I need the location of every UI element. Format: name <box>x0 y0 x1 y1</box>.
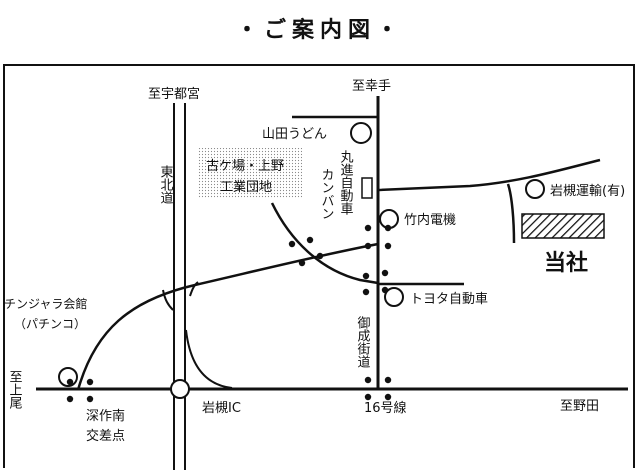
iwatsuki-unyu-marker <box>525 179 545 199</box>
to-utsunomiya-label: 至宇都宮 <box>148 86 200 102</box>
map-frame <box>3 64 635 468</box>
onari-kaido-label: 御成街道 <box>355 316 371 368</box>
ic-ramp-road <box>185 329 233 389</box>
page-title: ・ご案内図・ <box>235 18 404 43</box>
tohoku-expressway-label: 東北道 <box>134 164 174 204</box>
toyota-label: トヨタ自動車 <box>410 292 488 307</box>
chinjara-label-1: チンジャラ会館 <box>4 296 87 311</box>
our-company-marker <box>521 213 605 239</box>
unyu-road <box>377 158 601 192</box>
iwatsuki-unyu-label: 岩槻運輸(有) <box>550 183 625 199</box>
our-company-label: 当社 <box>544 250 588 276</box>
fukasaku-minami-label-2: 交差点 <box>86 428 125 444</box>
marushin-sign-label-2: カンバン <box>319 168 335 220</box>
diagonal-road <box>76 242 379 391</box>
yamada-udon-label: 山田うどん <box>262 127 327 142</box>
chinjara-label-2: （パチンコ） <box>14 317 86 331</box>
industrial-park-label-1: 古ケ場・上野 <box>206 159 284 174</box>
ic-ramp-left2-road <box>189 281 199 297</box>
fukasaku-minami-label-1: 深作南 <box>86 408 125 424</box>
to-noda-label: 至野田 <box>560 399 599 414</box>
toyota-marker <box>384 287 404 307</box>
iwatsuki-ic-marker <box>170 379 190 399</box>
industrial-park-road <box>270 202 379 285</box>
ic-ramp-left-road <box>162 289 174 311</box>
yamada-udon-marker <box>350 122 372 144</box>
route16-label: 16号線 <box>364 400 407 416</box>
signal-dots <box>66 224 392 403</box>
iwatsuki-ic-label: 岩槻IC <box>202 400 241 416</box>
unyu-branch-road <box>506 183 516 244</box>
to-satte-label: 至幸手 <box>352 79 391 94</box>
industrial-park-area <box>198 148 302 198</box>
industrial-park-label-2: 工業団地 <box>220 179 272 195</box>
takeuchi-denki-label: 竹内電機 <box>404 212 456 228</box>
marushin-sign-box <box>361 177 373 199</box>
marushin-sign-label-1: 丸進自動車 <box>338 150 354 215</box>
to-kamio-label: 至上尾 <box>7 370 23 410</box>
